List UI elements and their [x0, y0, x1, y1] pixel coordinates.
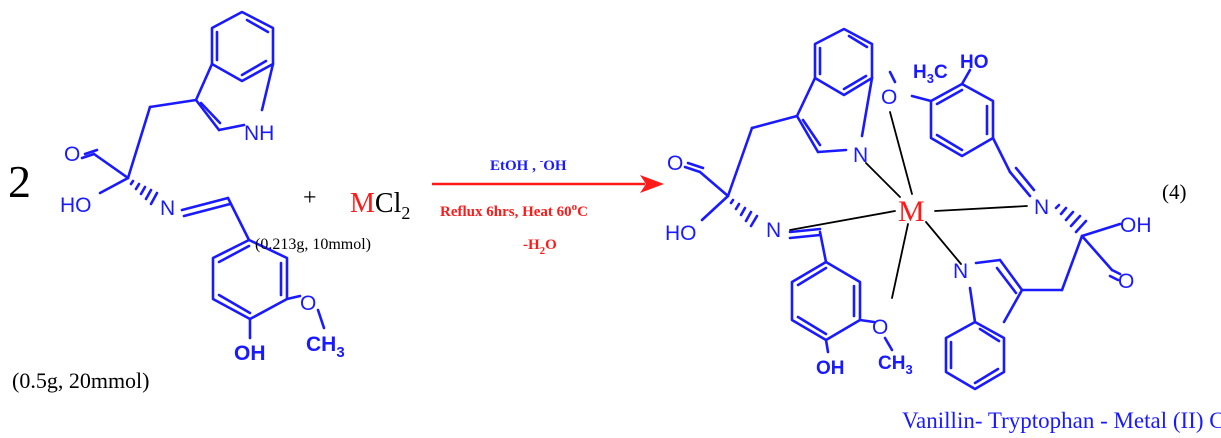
equation-number: (4) — [1162, 180, 1187, 204]
phenol-oh-label: OH — [234, 342, 266, 365]
imine-n-label: N — [160, 197, 175, 220]
methyl-subscript: 3 — [336, 344, 344, 361]
salt-chloride: Cl — [375, 188, 402, 219]
salt-metal-symbol: M — [350, 188, 375, 219]
arrow-conditions-reflux: Reflux 6hrs, Heat 60oC — [440, 201, 588, 220]
salt-amount: (0.213g, 10mmol) — [255, 236, 371, 253]
product-indole-n-bottom: N — [953, 260, 968, 283]
product-vanillin-ring-left — [790, 260, 862, 342]
reaction-arrow — [432, 175, 664, 193]
product-acid-ho-left: HO — [665, 222, 697, 245]
product-carbonyl-o-right: O — [1118, 270, 1134, 293]
coordination-bonds — [789, 111, 1028, 299]
product-methyl-bottom: CH3 — [878, 353, 913, 377]
product-upper-left-ligand — [683, 27, 894, 354]
central-metal-symbol: M — [898, 195, 925, 228]
acid-ho-label: HO — [60, 194, 92, 217]
svg-text:CH3: CH3 — [306, 333, 345, 361]
product-name-caption: Vanillin- Tryptophan - Metal (II) Comple… — [902, 408, 1221, 433]
carbonyl-o-label: O — [64, 143, 80, 166]
methyl-label: CH — [306, 333, 336, 356]
hashed-wedge — [129, 179, 159, 206]
product-lower-right-ligand — [888, 68, 1122, 391]
product-indole-benzene-bottom — [944, 320, 1006, 391]
reactant-ligand-structure — [80, 10, 326, 340]
stoichiometric-coefficient: 2 — [8, 156, 31, 207]
product-methoxy-o-bottom: O — [872, 316, 888, 339]
product-carbonyl-o-left: O — [667, 152, 683, 175]
arrow-conditions-solvent: EtOH , -OH — [490, 155, 567, 174]
arrow-conditions-water-loss: -H2O — [523, 237, 557, 257]
indole-benzene-ring — [210, 10, 275, 83]
product-phenol-ho-top: HO — [960, 52, 989, 73]
product-vanillin-ring-right — [929, 82, 995, 158]
product-indole-n-top: N — [853, 144, 868, 167]
product-methyl-top: H3C — [913, 62, 948, 86]
product-imine-n-right: N — [1034, 196, 1049, 219]
svg-text:MCl2: MCl2 — [350, 188, 410, 223]
plus-sign: + — [303, 185, 317, 211]
salt-chloride-subscript: 2 — [401, 203, 410, 223]
product-acid-oh-right: OH — [1120, 214, 1152, 237]
methoxy-o-label: O — [300, 292, 316, 315]
product-methoxy-o-top: O — [881, 86, 897, 109]
product-indole-benzene-top — [813, 27, 874, 97]
indole-nh-label: NH — [244, 122, 274, 145]
product-imine-n-left: N — [766, 219, 781, 242]
product-phenol-oh-bottom: OH — [816, 358, 845, 379]
reactant-amount: (0.5g, 20mmol) — [12, 368, 150, 393]
